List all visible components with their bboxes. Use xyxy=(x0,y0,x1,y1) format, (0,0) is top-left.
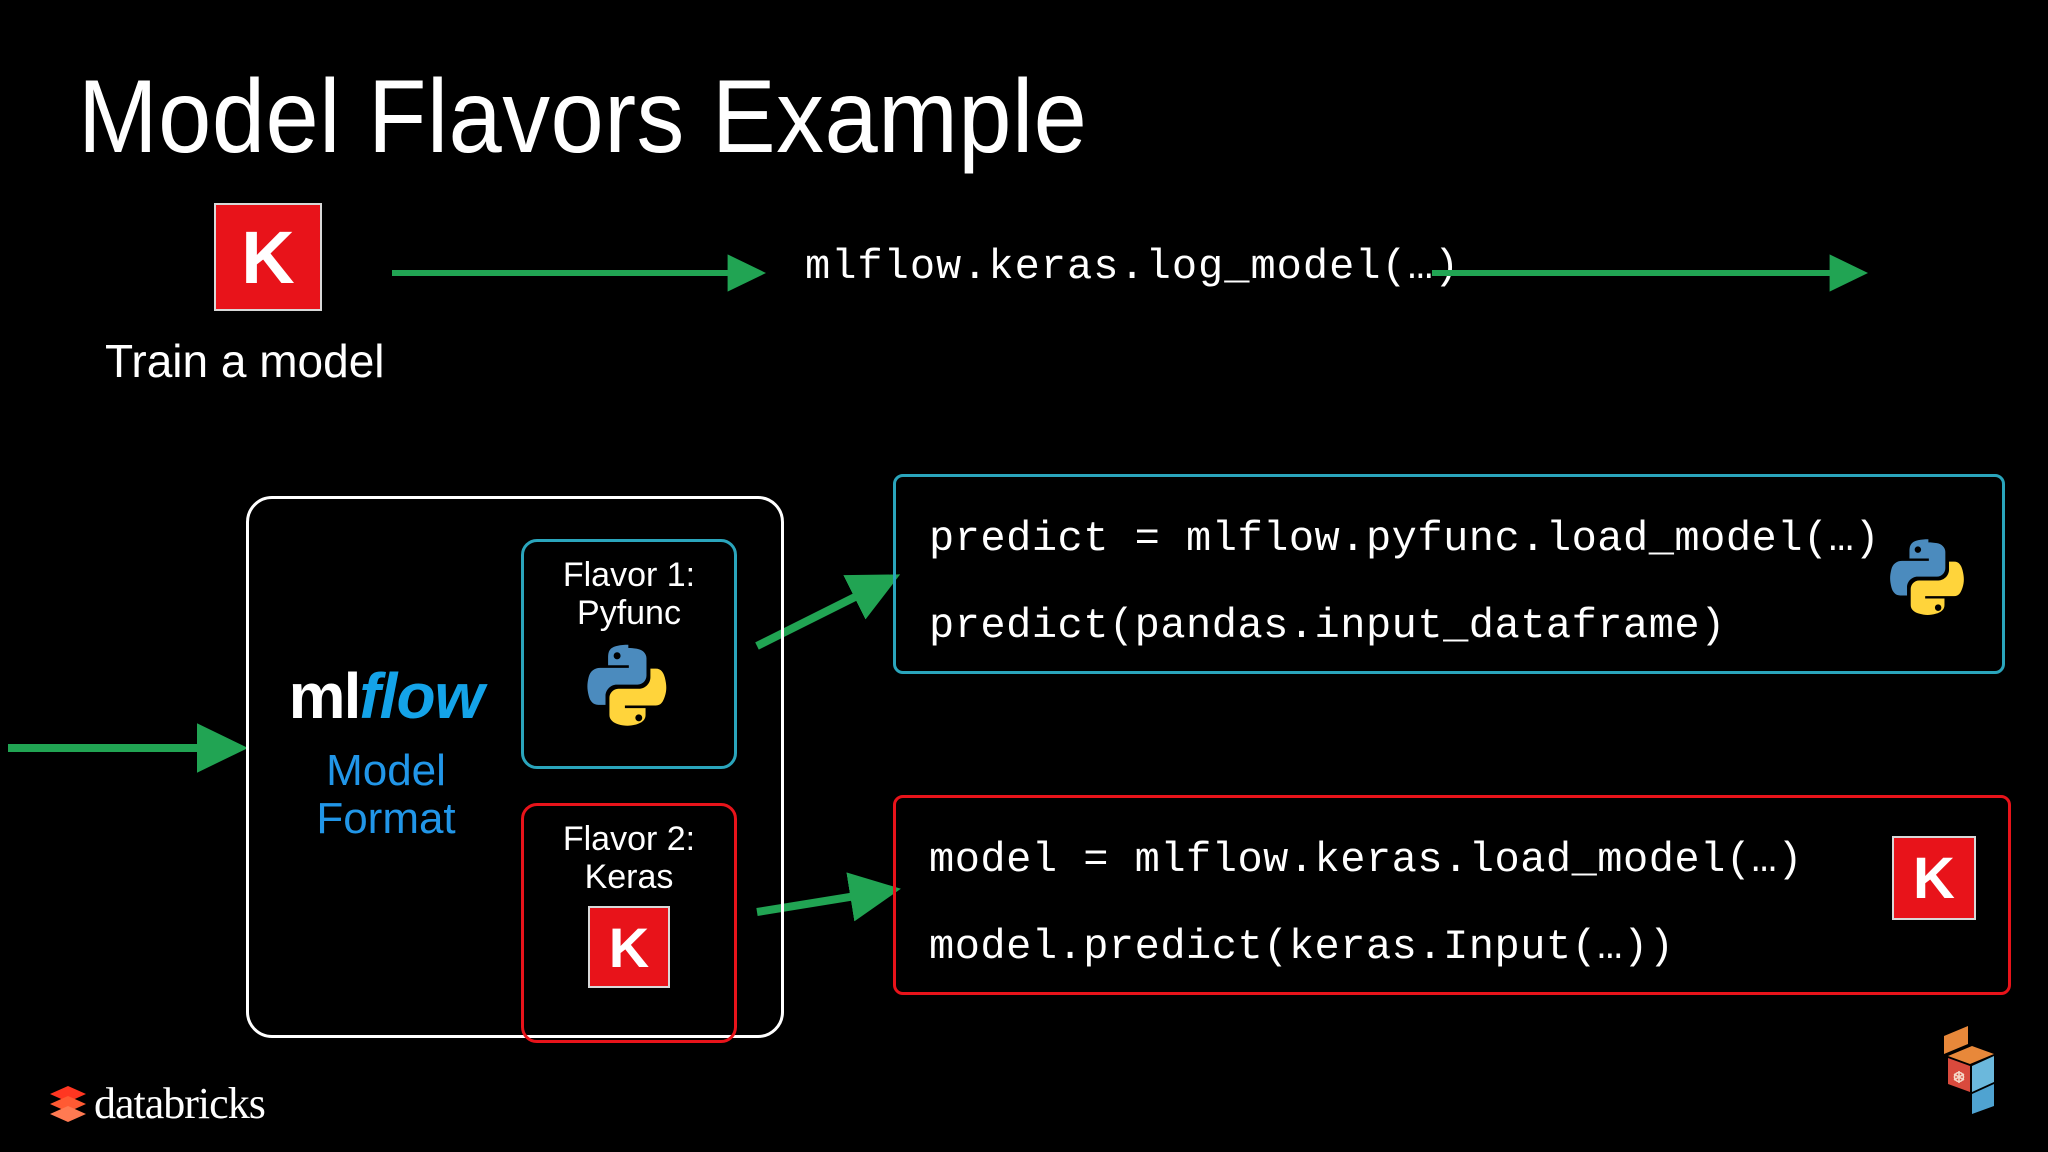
keras-logo-letter: K xyxy=(241,215,295,299)
model-format-label-line2: Format xyxy=(316,793,456,843)
databricks-logo: databricks xyxy=(48,1079,266,1128)
pyfunc-code-line-1: predict = mlflow.pyfunc.load_model(…) xyxy=(929,515,1881,563)
databricks-wordmark: databricks xyxy=(94,1079,266,1128)
python-logo xyxy=(587,644,667,726)
page-title: Model Flavors Example xyxy=(78,59,1088,175)
corner-blocks-icon xyxy=(1944,1026,1994,1114)
flavor-1-title-line2: Pyfunc xyxy=(577,594,681,633)
flavor-1-title: Flavor 1: Pyfunc xyxy=(563,556,695,632)
keras-logo: K xyxy=(588,906,670,989)
code-panel-pyfunc: predict = mlflow.pyfunc.load_model(…) pr… xyxy=(893,474,2005,674)
mlflow-model-format-box: mlflow Model Format Flavor 1: Pyfunc Fla… xyxy=(246,496,784,1043)
flavor-2-title: Flavor 2: Keras xyxy=(563,820,695,896)
databricks-mark-icon xyxy=(50,1086,86,1122)
keras-logo: K xyxy=(1892,836,1976,920)
model-format-label-line1: Model xyxy=(326,746,446,795)
mlflow-logo-flow: flow xyxy=(359,660,484,732)
train-a-model-label: Train a model xyxy=(105,335,385,387)
mlflow-logo: mlflow xyxy=(261,659,511,733)
flavor-box-pyfunc[interactable]: Flavor 1: Pyfunc xyxy=(521,539,737,769)
model-format-label: Model Format xyxy=(261,747,511,842)
flavor-box-keras[interactable]: Flavor 2: Keras K xyxy=(521,803,737,1043)
python-logo xyxy=(1890,539,1964,615)
flavor-1-title-line1: Flavor 1: xyxy=(562,556,696,594)
flavor-2-title-line2: Keras xyxy=(584,858,674,897)
keras-code-line-1: model = mlflow.keras.load_model(…) xyxy=(929,836,1803,884)
keras-logo: K xyxy=(214,203,322,311)
mlflow-logo-ml: ml xyxy=(288,660,362,732)
flavor-2-title-line1: Flavor 2: xyxy=(562,820,696,858)
keras-logo-letter: K xyxy=(608,915,650,979)
code-panel-keras: model = mlflow.keras.load_model(…) model… xyxy=(893,795,2011,995)
keras-logo-letter: K xyxy=(1913,845,1955,911)
keras-code-line-2: model.predict(keras.Input(…)) xyxy=(929,923,1675,971)
log-model-code-text: mlflow.keras.log_model(…) xyxy=(805,243,1461,291)
pyfunc-code-line-2: predict(pandas.input_dataframe) xyxy=(929,602,1726,650)
